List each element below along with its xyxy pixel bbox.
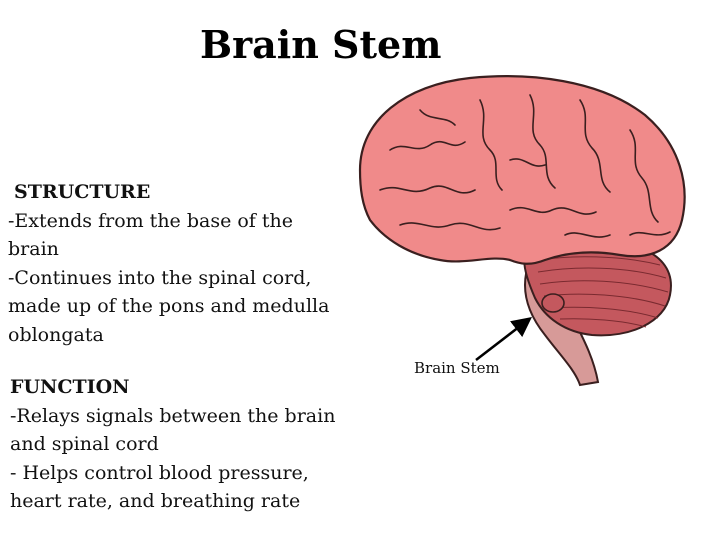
function-line: -Relays signals between the brain — [10, 404, 336, 427]
arrow-line — [475, 316, 532, 361]
pointer-arrow — [475, 316, 532, 361]
brain-stem-label: Brain Stem — [414, 359, 500, 377]
structure-line: made up of the pons and medulla — [8, 295, 330, 317]
structure-line: -Continues into the spinal cord, — [8, 266, 312, 289]
structure-heading: STRUCTURE — [14, 181, 151, 203]
pons-shape — [541, 293, 565, 313]
cerebellum-folia — [537, 256, 669, 328]
structure-section: STRUCTURE -Extends from the base of the … — [8, 178, 329, 349]
function-section: FUNCTION -Relays signals between the bra… — [10, 373, 335, 516]
brain-diagram — [358, 75, 686, 387]
structure-line: -Extends from the base of the — [8, 209, 293, 232]
function-heading: FUNCTION — [10, 376, 130, 398]
cerebrum-shape — [358, 75, 686, 265]
function-line: heart rate, and breathing rate — [10, 490, 301, 512]
slide-title: Brain Stem — [200, 22, 442, 67]
function-line: and spinal cord — [10, 433, 159, 455]
function-line: - Helps control blood pressure, — [10, 461, 309, 484]
structure-line: oblongata — [8, 323, 104, 346]
structure-line: brain — [8, 238, 59, 260]
cerebrum-gyri — [379, 94, 671, 238]
